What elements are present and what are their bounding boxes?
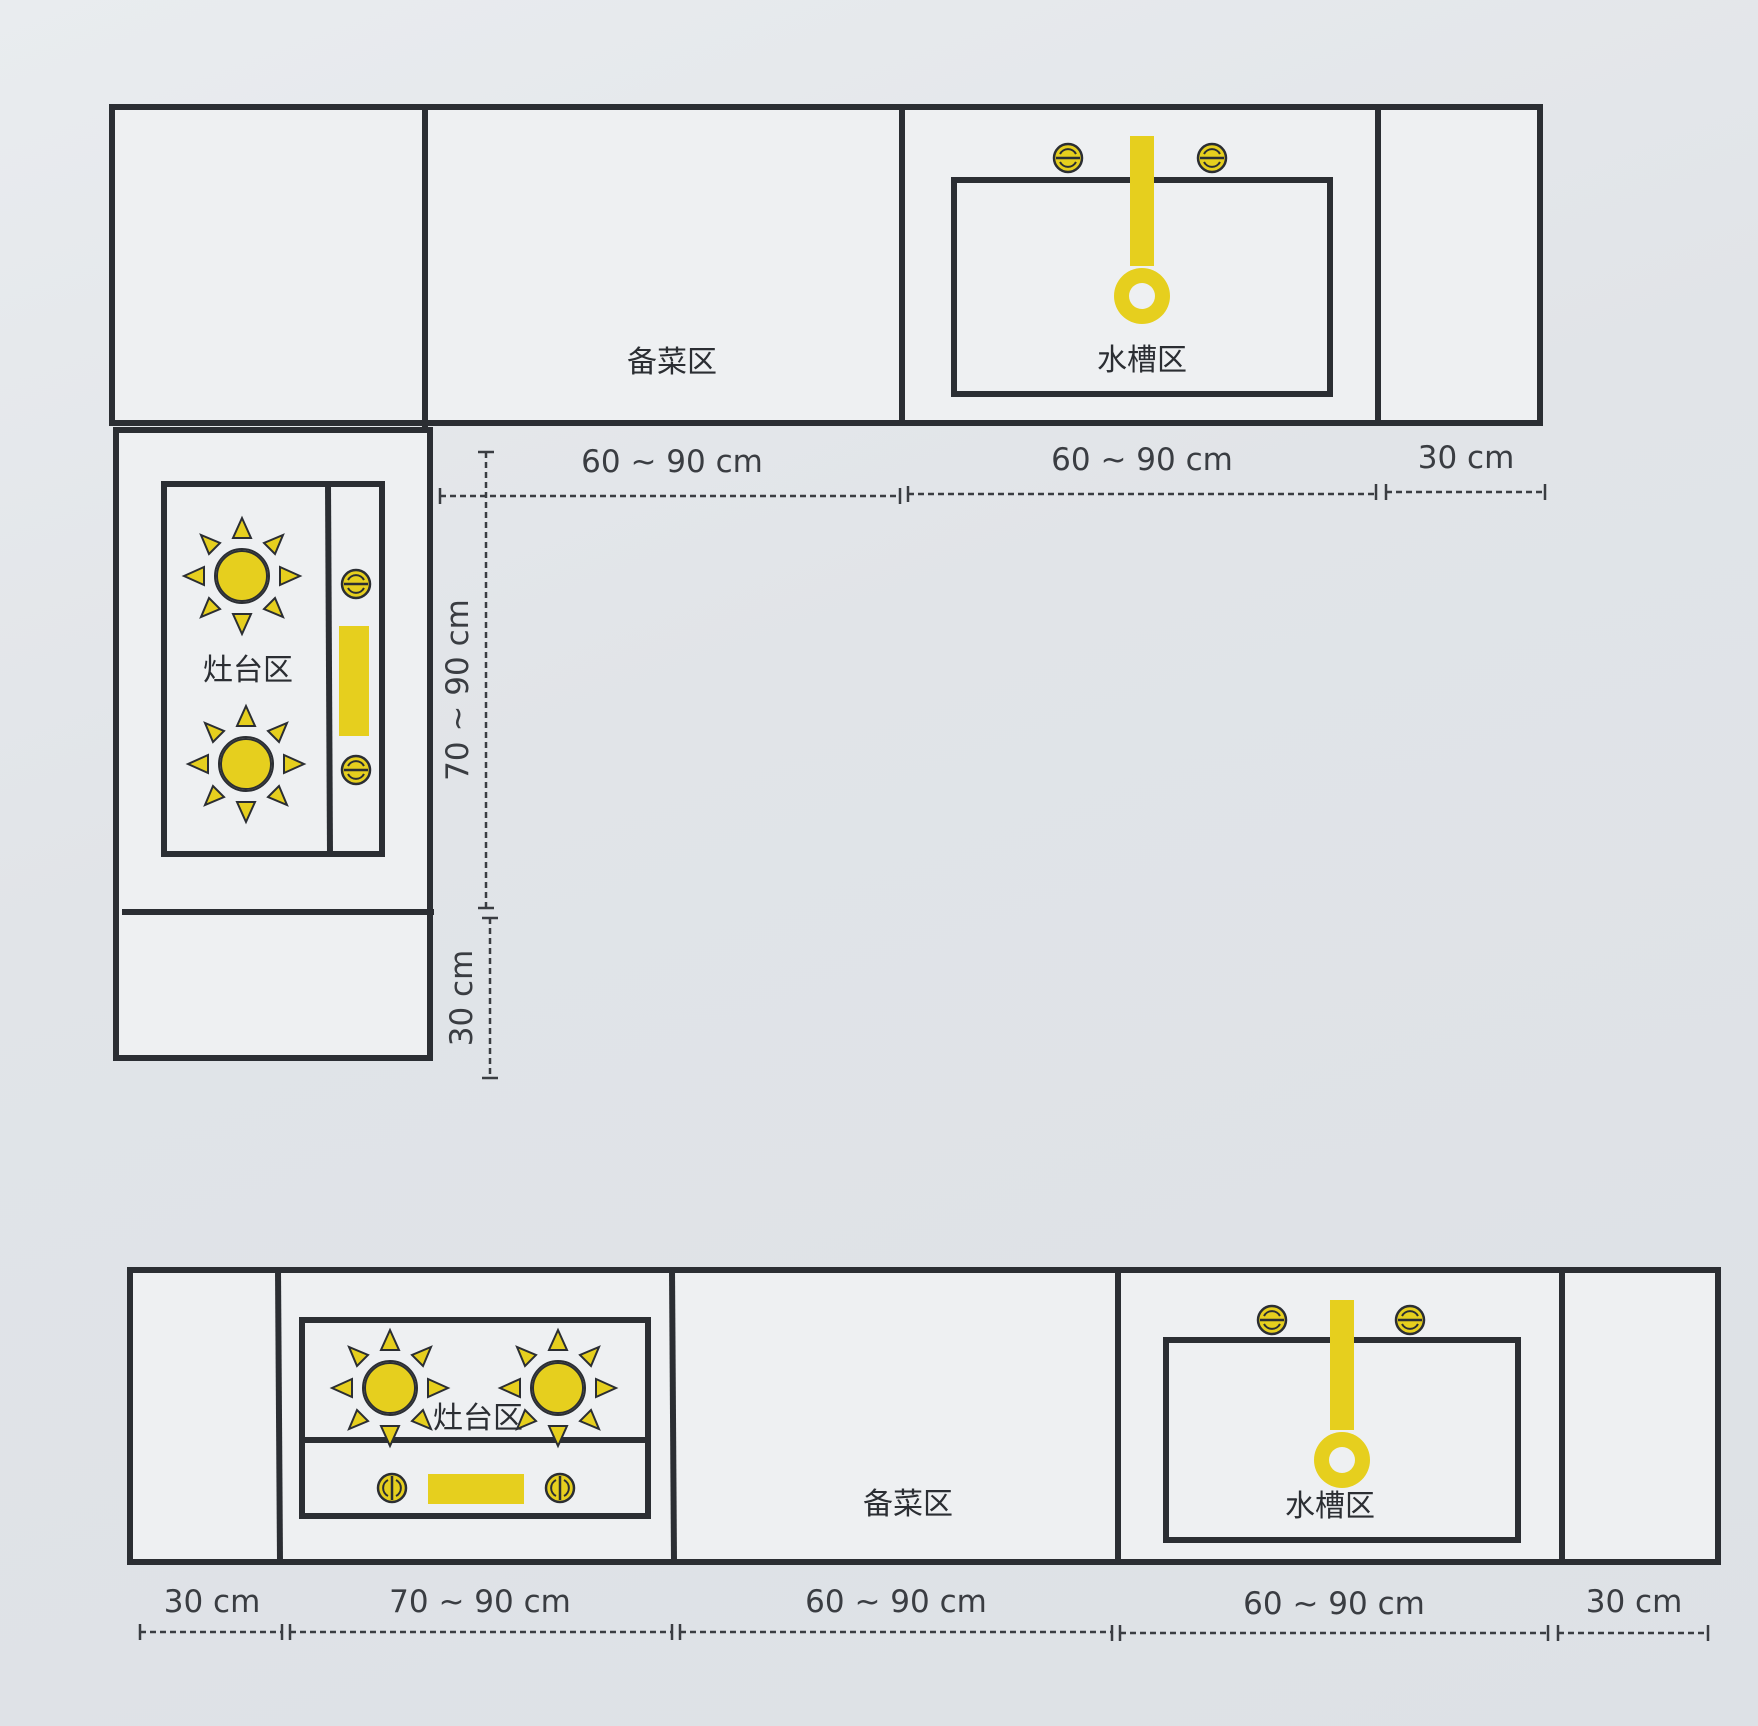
- sun-burner-icon: [331, 1329, 449, 1447]
- control-panel-icon: [428, 1474, 524, 1504]
- knob-icon: [544, 1472, 576, 1504]
- horizontal-dimensions: 60 ~ 90 cm 60 ~ 90 cm 30 cm: [438, 440, 1547, 504]
- dimension-label: 30 cm: [164, 1584, 261, 1620]
- knob-icon: [340, 754, 372, 786]
- knob-icon: [340, 568, 372, 600]
- dimension-label: 60 ~ 90 cm: [581, 444, 763, 480]
- dimension-label: 70 ~ 90 cm: [389, 1584, 571, 1620]
- stove-zone-horizontal: 灶台区: [299, 1317, 651, 1519]
- dimension-label: 30 cm: [1586, 1584, 1683, 1620]
- control-panel-icon: [339, 626, 369, 736]
- knob-icon: [1196, 142, 1228, 174]
- l-shaped-layout: 备菜区 水槽区 灶台区: [109, 104, 1547, 1080]
- dimension-label: 60 ~ 90 cm: [805, 1584, 987, 1620]
- stove-zone-label: 灶台区: [433, 1401, 523, 1436]
- sun-burner-icon: [183, 517, 301, 635]
- stove-zone-label: 灶台区: [203, 653, 293, 688]
- sink-zone-label: 水槽区: [1097, 343, 1187, 378]
- knob-icon: [1256, 1304, 1288, 1336]
- linear-dimensions: 30 cm 70 ~ 90 cm 60 ~ 90 cm 60 ~ 90 cm 3…: [138, 1584, 1710, 1641]
- dimension-label: 60 ~ 90 cm: [1051, 442, 1233, 478]
- sink-zone: 水槽区: [1163, 1300, 1521, 1543]
- dimension-label: 30 cm: [1418, 440, 1515, 476]
- dimension-label: 70 ~ 90 cm: [440, 599, 476, 781]
- vertical-dimensions: 70 ~ 90 cm 30 cm: [440, 450, 498, 1080]
- prep-zone-label: 备菜区: [863, 1487, 953, 1522]
- knob-icon: [1394, 1304, 1426, 1336]
- knob-icon: [1052, 142, 1084, 174]
- sink-zone-label: 水槽区: [1285, 1489, 1375, 1524]
- dimension-label: 30 cm: [444, 950, 480, 1047]
- stove-zone-vertical: 灶台区: [161, 481, 385, 857]
- linear-layout: 灶台区 备菜区 水槽区: [127, 1267, 1721, 1641]
- prep-zone-label: 备菜区: [627, 345, 717, 380]
- sun-burner-icon: [187, 705, 305, 823]
- sink-zone: 水槽区: [951, 136, 1333, 397]
- dimension-label: 60 ~ 90 cm: [1243, 1586, 1425, 1622]
- knob-icon: [376, 1472, 408, 1504]
